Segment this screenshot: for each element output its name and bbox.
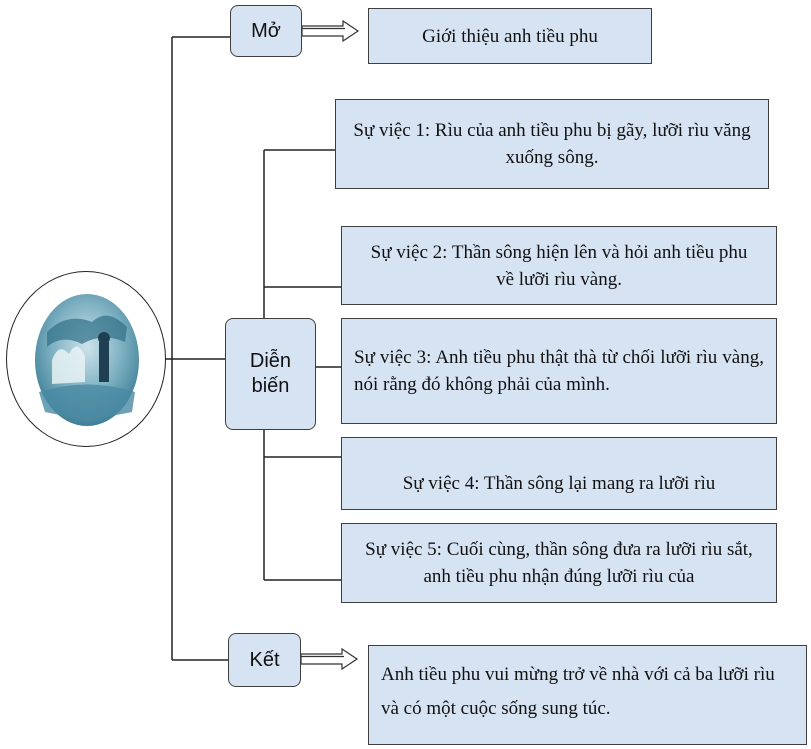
box-event4-text: Sự việc 4: Thần sông lại mang ra lưỡi rì… — [402, 473, 716, 494]
double-line-arrow-icon — [301, 19, 360, 43]
box-mo: Giới thiệu anh tiều phu — [368, 8, 652, 64]
box-ket: Anh tiều phu vui mừng trở về nhà với cả … — [368, 645, 807, 745]
label-dien-bien-text: Diễn biến — [249, 350, 292, 397]
label-ket: Kết — [228, 633, 301, 687]
box-event1: Sự việc 1: Rìu của anh tiều phu bị gãy, … — [335, 99, 769, 189]
woodcutter-illustration — [35, 294, 139, 426]
box-event1-text: Sự việc 1: Rìu của anh tiều phu bị gãy, … — [353, 120, 751, 168]
box-mo-text: Giới thiệu anh tiều phu — [422, 25, 598, 47]
label-ket-text: Kết — [249, 648, 280, 671]
box-event5: Sự việc 5: Cuối cùng, thần sông đưa ra l… — [341, 523, 777, 603]
label-mo-text: Mở — [251, 19, 281, 42]
box-event4: Sự việc 4: Thần sông lại mang ra lưỡi rì… — [341, 437, 777, 510]
box-ket-text: Anh tiều phu vui mừng trở về nhà với cả … — [381, 664, 775, 719]
label-dien-bien: Diễn biến — [225, 318, 316, 430]
box-event3-text: Sự việc 3: Anh tiều phu thật thà từ chối… — [354, 347, 764, 395]
label-mo: Mở — [230, 5, 302, 57]
double-line-arrow-icon — [300, 647, 359, 671]
box-event5-text: Sự việc 5: Cuối cùng, thần sông đưa ra l… — [365, 539, 753, 587]
box-event2: Sự việc 2: Thần sông hiện lên và hỏi anh… — [341, 226, 777, 305]
box-event2-text: Sự việc 2: Thần sông hiện lên và hỏi anh… — [370, 241, 748, 290]
box-event3: Sự việc 3: Anh tiều phu thật thà từ chối… — [341, 318, 777, 424]
picture-circle — [6, 271, 166, 447]
